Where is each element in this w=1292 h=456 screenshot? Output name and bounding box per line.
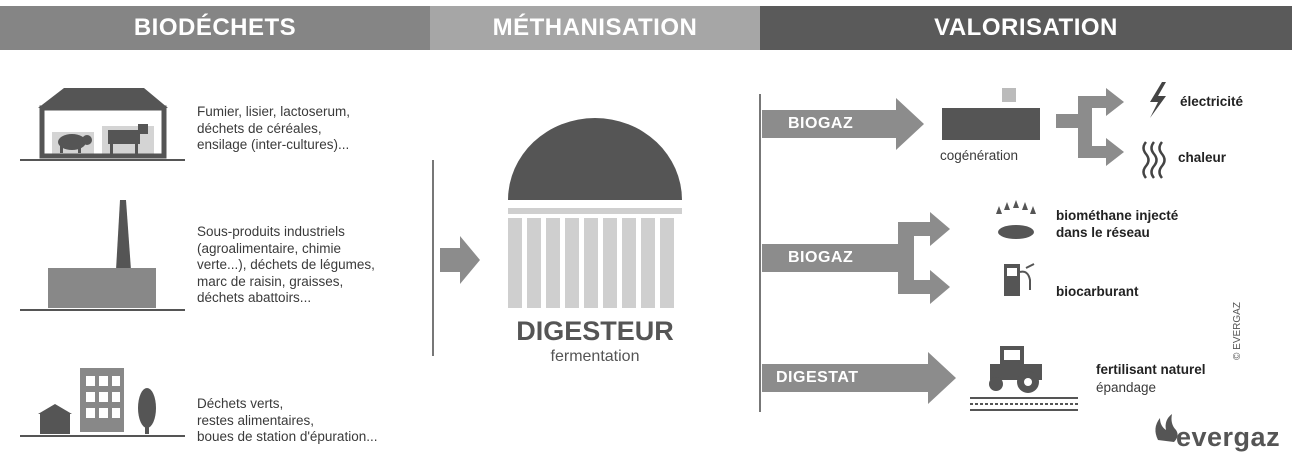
biogaz-arrow-2	[762, 212, 950, 304]
source-industrial-text: Sous-produits industriels (agroalimentai…	[197, 224, 375, 305]
copyright-text: © EVERGAZ	[1232, 302, 1243, 360]
cogeneration-split-arrow	[1056, 88, 1124, 166]
biogaz-label-2: BIOGAZ	[788, 249, 854, 266]
cogeneration-block	[942, 108, 1040, 140]
cogeneration-chimney	[1002, 88, 1016, 102]
digester-title: DIGESTEUR	[516, 316, 674, 346]
cow-icon	[108, 124, 148, 154]
farm-barn-icon	[38, 88, 168, 159]
biofuel-label: biocarburant	[1056, 284, 1139, 299]
input-arrow	[440, 236, 480, 284]
fuel-pump-icon	[1004, 263, 1035, 296]
source-agricultural-text: Fumier, lisier, lactoserum, déchets de c…	[197, 104, 351, 152]
city-buildings-icon	[38, 368, 156, 434]
spreading-label: épandage	[1096, 380, 1157, 395]
header-methanisation: MÉTHANISATION	[430, 6, 760, 50]
fertilizer-label: fertilisant naturel	[1096, 362, 1206, 377]
biomethane-label: biométhane injecté dans le réseau	[1056, 208, 1179, 240]
header-valorisation: VALORISATION	[760, 6, 1292, 50]
heat-label: chaleur	[1178, 150, 1227, 165]
tractor-icon	[989, 346, 1042, 393]
heat-icon	[1142, 141, 1166, 179]
source-urban-text: Déchets verts, restes alimentaires, boue…	[197, 396, 378, 444]
gas-burner-icon	[996, 200, 1036, 239]
factory-icon	[48, 200, 156, 308]
electricity-label: électricité	[1180, 94, 1244, 109]
digester-subtitle: fermentation	[550, 348, 640, 365]
evergaz-logo-flame	[1155, 414, 1178, 442]
digestat-arrow	[762, 352, 956, 404]
biogaz-label-1: BIOGAZ	[788, 115, 854, 132]
digester-tank	[508, 208, 682, 308]
biogaz-arrow-1	[762, 98, 924, 150]
pig-icon	[58, 134, 92, 153]
digestat-label: DIGESTAT	[776, 369, 859, 386]
cogeneration-label: cogénération	[940, 148, 1019, 163]
electricity-icon	[1150, 82, 1166, 118]
header-biodechets: BIODÉCHETS	[0, 6, 430, 50]
evergaz-logo-text: evergaz	[1176, 422, 1281, 452]
digester-dome	[508, 118, 682, 200]
field-lines	[970, 397, 1078, 411]
